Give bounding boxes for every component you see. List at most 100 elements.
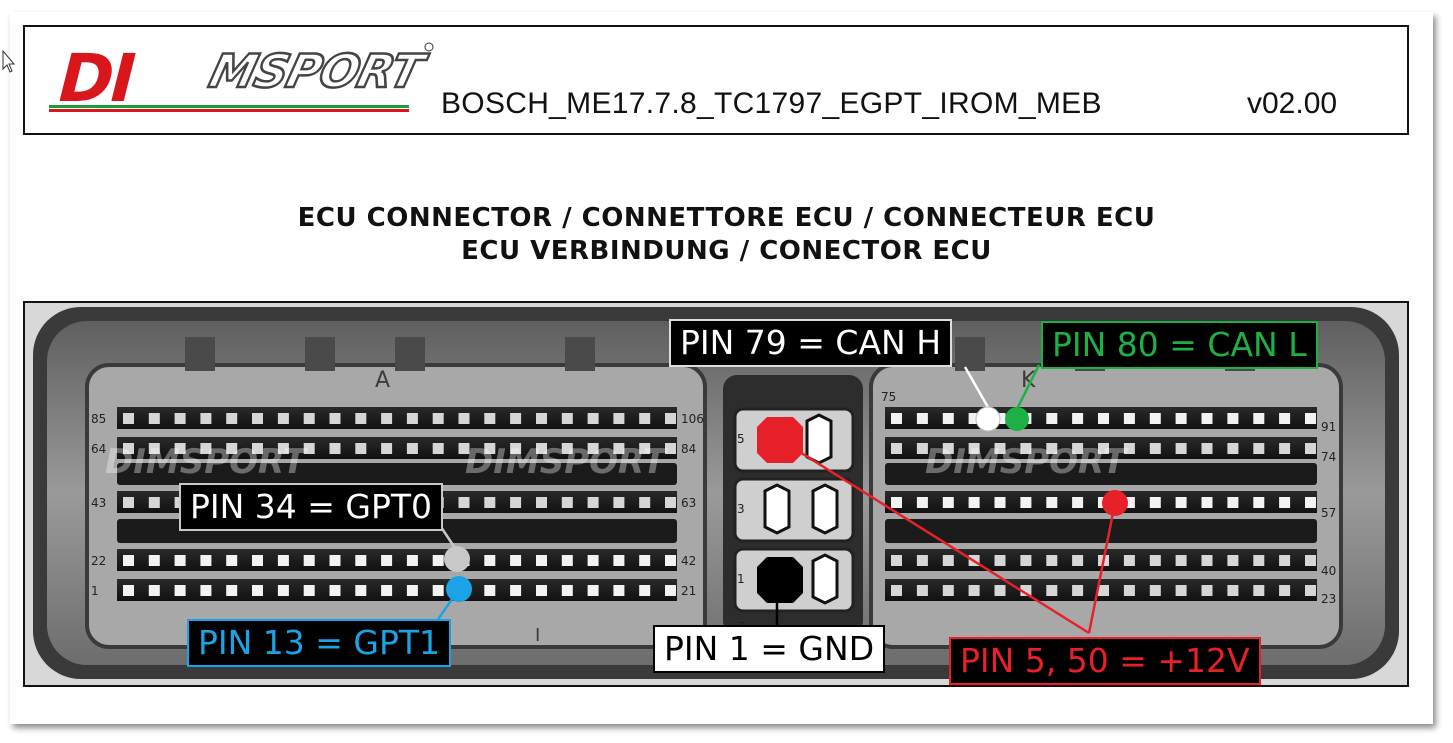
connector-pin-slot [1020,443,1032,454]
connector-pin-slot [1020,585,1032,596]
connector-pin-slot [148,443,160,454]
connector-pin-slot [148,413,160,424]
connector-pin-slot [252,555,263,566]
row-number-label: 91 [1321,420,1336,434]
connector-pin-slot [1201,413,1213,424]
connector-pin-slot [510,443,522,454]
connector-pin-slot [355,555,367,566]
connector-pin-slot [613,413,625,424]
pin13-marker [446,576,472,602]
connector-pin-slot [200,443,212,454]
row-number-label: 23 [1321,592,1336,606]
connector-pin-slot [665,555,676,566]
connector-pin-slot [406,443,418,454]
section-label-a: A [375,368,390,393]
connector-pin-slot [665,443,676,454]
connector-pin-slot [1227,443,1239,454]
connector-pin-slot [916,585,928,596]
pin79-can-h-label: PIN 79 = CAN H [669,319,953,367]
connector-pin-slot [406,585,418,596]
connector-pin-slot [587,585,599,596]
connector-pin-slot [1227,497,1239,508]
connector-pin-slot [1149,413,1161,424]
pin13-gpt1-label: PIN 13 = GPT1 [187,619,452,667]
connector-pin-slot [277,555,289,566]
connector-pin-slot [1305,585,1316,596]
row-number-label: 63 [681,496,696,510]
connector-pin-slot [968,497,980,508]
row-number-label: 75 [881,390,896,404]
connector-pin-slot [916,443,928,454]
connector-pin-slot [226,555,238,566]
section-heading-line-2: ECU VERBINDUNG / CONECTOR ECU [461,236,992,266]
row-number-label: 42 [681,554,696,568]
connector-pin-slot [484,413,496,424]
connector-pin-slot [252,585,263,596]
watermark-right: DIMSPORT [925,442,1129,482]
connector-pin-slot [1046,585,1058,596]
connector-pin-slot [536,443,547,454]
row-number-label: 5 [737,432,745,446]
connector-pin-slot [1046,443,1058,454]
row-number-label: 106 [681,412,704,426]
connector-pin-slot [1098,585,1109,596]
connector-pin-slot [891,497,902,508]
connector-pin-slot [252,443,263,454]
row-number-label: 43 [91,496,106,510]
connector-pin-slot [1227,555,1239,566]
connector-pin-slot [891,555,902,566]
connector-pin-slot [1201,585,1213,596]
pin5-50-12v-label: PIN 5, 50 = +12V [949,637,1261,685]
row-number-label: 40 [1321,564,1336,578]
pin80-marker [1005,407,1029,431]
section-label-i: I [535,625,540,646]
connector-pin-slot [1123,555,1135,566]
connector-pin-slot [968,413,980,424]
watermark-center: DIMSPORT [465,442,669,482]
connector-pin-slot [994,555,1006,566]
connector-pin-slot [432,443,444,454]
connector-pin-slot [916,413,928,424]
connector-pin-slot [942,585,954,596]
connector-pin-slot [1046,497,1058,508]
connector-pin-slot [123,497,134,508]
pin50-marker [1102,490,1128,516]
connector-pin-slot [1123,497,1135,508]
connector-pin-slot [458,443,470,454]
connector-pin-slot [148,555,160,566]
pin1-gnd-label: PIN 1 = GND [653,625,886,673]
connector-pin-slot [1072,555,1084,566]
connector-pin-slot [252,413,263,424]
connector-pin-slot [432,585,444,596]
connector-pin-slot [1046,413,1058,424]
connector-pin-slot [1279,555,1291,566]
mouse-cursor-icon [2,49,16,78]
connector-pin-slot [174,443,186,454]
connector-pin-slot [587,555,599,566]
connector-pin-slot [329,585,341,596]
connector-pin-slot [510,555,522,566]
connector-pin-slot [536,585,547,596]
connector-pin-slot [1149,497,1161,508]
connector-pin-slot [510,497,522,508]
connector-pin-slot [123,443,134,454]
connector-pin-slot [458,413,470,424]
row-number-label: 85 [91,412,106,426]
connector-pin-slot [1123,413,1135,424]
connector-pin-slot [942,443,954,454]
connector-pin-slot [1098,443,1109,454]
connector-pin-slot [484,497,496,508]
row-number-label: 3 [737,502,745,516]
connector-pin-slot [1072,413,1084,424]
connector-pin-slot [1072,585,1084,596]
row-number-label: 57 [1321,506,1336,520]
pin5-marker [757,417,803,463]
connector-pin-slot [994,497,1006,508]
connector-pin-slot [200,555,212,566]
connector-pin-slot [536,555,547,566]
connector-pin-slot [1175,585,1187,596]
connector-pin-slot [1098,413,1109,424]
connector-pin-slot [994,585,1006,596]
connector-pin-slot [1253,585,1265,596]
connector-pin-slot [968,585,980,596]
